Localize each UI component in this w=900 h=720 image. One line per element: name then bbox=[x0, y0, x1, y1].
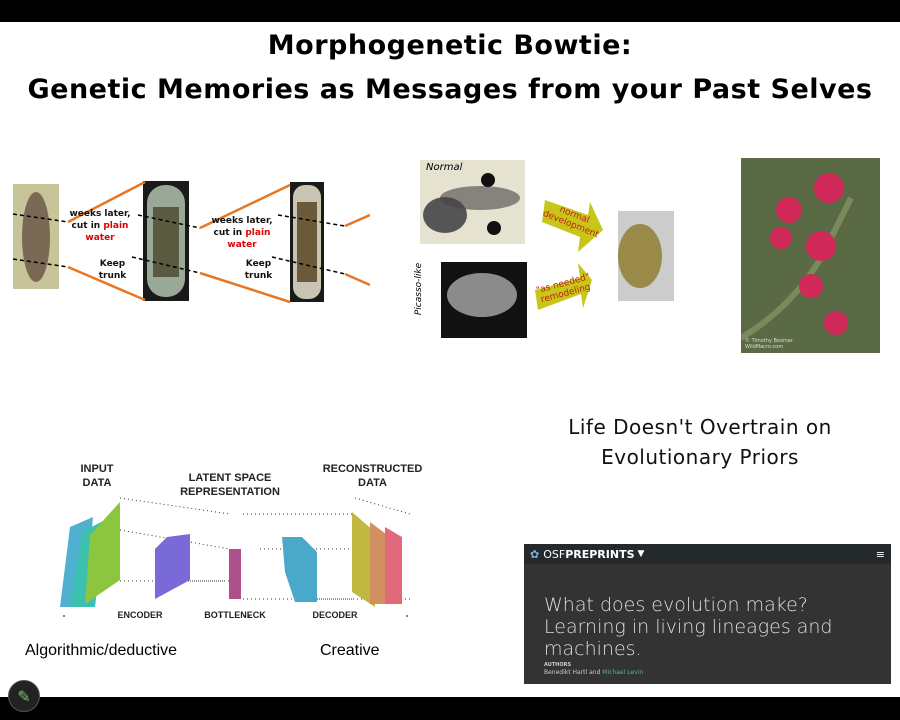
slide-title-line1: Morphogenetic Bowtie: bbox=[267, 30, 633, 61]
osf-brand-bold: PREPRINTS bbox=[565, 547, 635, 561]
planaria-diagram bbox=[12, 180, 370, 304]
chevron-down-icon[interactable]: ▼ bbox=[637, 549, 645, 559]
input-data-label: INPUT DATA bbox=[80, 463, 114, 489]
osf-logo-icon: ✿ bbox=[530, 547, 540, 561]
osf-authors: Benedikt Hartl and Michael Levin bbox=[544, 669, 644, 676]
menu-icon[interactable]: ≡ bbox=[875, 547, 885, 561]
picasso-label: Picasso-like bbox=[414, 262, 425, 316]
photo-credit: © Timothy Boomer WildMacro.com bbox=[745, 338, 794, 350]
autoencoder-diagram bbox=[60, 497, 411, 617]
caption-creative: Creative bbox=[320, 642, 380, 659]
decoder-label: DECODER bbox=[312, 610, 358, 620]
osf-authors-label: AUTHORS bbox=[544, 662, 572, 668]
osf-paper-title: What does evolution make? Learning in li… bbox=[544, 594, 833, 660]
osf-brand-light: OSF bbox=[543, 547, 566, 561]
pencil-annotate-button[interactable]: ✎ bbox=[8, 680, 40, 712]
caption-algorithmic: Algorithmic/deductive bbox=[25, 642, 178, 659]
slide-title-line2: Genetic Memories as Messages from your P… bbox=[27, 74, 873, 105]
slide: Morphogenetic Bowtie: Genetic Memories a… bbox=[0, 22, 900, 697]
normal-label: Normal bbox=[426, 162, 463, 173]
life-text-line2: Evolutionary Priors bbox=[601, 445, 799, 469]
life-text-line1: Life Doesn't Overtrain on bbox=[568, 415, 832, 439]
pencil-icon: ✎ bbox=[17, 686, 31, 706]
reconstructed-data-label: RECONSTRUCTED DATA bbox=[322, 463, 423, 489]
flower-photo bbox=[741, 158, 880, 353]
bottleneck-label: BOTTLENECK bbox=[204, 610, 266, 620]
tadpole-diagram bbox=[420, 160, 674, 338]
latent-space-label: LATENT SPACE REPRESENTATION bbox=[180, 472, 280, 498]
encoder-label: ENCODER bbox=[117, 610, 163, 620]
